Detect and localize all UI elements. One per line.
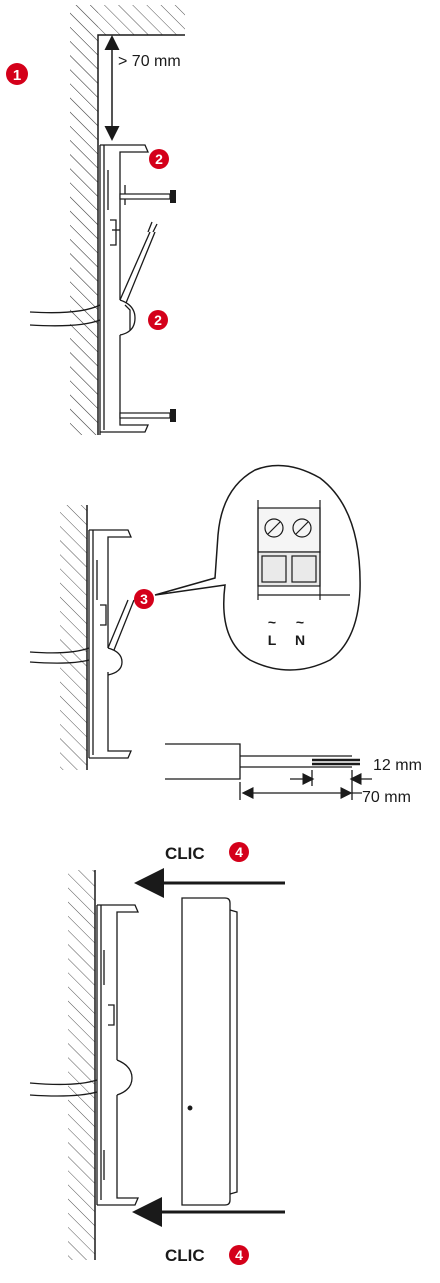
step-badge-4-bottom-number: 4 — [235, 1247, 243, 1263]
terminal-label-l: L — [268, 632, 277, 648]
strip-length-label: 12 mm — [373, 757, 422, 774]
step-badge-4-bottom — [229, 1245, 249, 1265]
panel-1-mounting: > 70 mm 1 — [6, 5, 185, 435]
step-badge-4-top — [229, 842, 249, 862]
terminal-block — [257, 500, 350, 600]
supply-cable-3 — [29, 1079, 98, 1097]
terminal-label-tilde-left: ~ — [268, 614, 276, 630]
supply-cable-2 — [29, 599, 135, 664]
screw-top — [119, 190, 176, 203]
step-badge-3-number: 3 — [140, 591, 148, 607]
wall-hatch-2 — [60, 505, 87, 770]
cable-strip-detail — [165, 743, 360, 800]
clic-label-top: CLIC — [165, 844, 205, 863]
cable-length-label: 70 mm — [362, 789, 411, 806]
step-badge-3 — [134, 589, 154, 609]
thermostat-body — [181, 897, 238, 1206]
mounting-plate-3 — [96, 904, 139, 1206]
supply-cable-1 — [29, 221, 158, 327]
wall-hatch-3 — [68, 870, 95, 1260]
terminal-label-tilde-right: ~ — [296, 614, 304, 630]
step-badge-4-top-number: 4 — [235, 844, 243, 860]
panel-2-wiring: 3 ~ ~ L N — [29, 464, 422, 806]
step-badge-1 — [6, 63, 28, 85]
step-badge-1-number: 1 — [13, 67, 21, 84]
dimension-label-1: > 70 mm — [118, 53, 181, 70]
step-badge-2-top-number: 2 — [155, 151, 163, 167]
step-badge-2-bottom-number: 2 — [154, 312, 162, 328]
mounting-plate-2 — [88, 529, 132, 759]
step-badge-2-bottom — [148, 310, 168, 330]
step-badge-2-top — [149, 149, 169, 169]
mounting-plate-1 — [99, 144, 149, 435]
ceiling-hatch-1 — [70, 5, 185, 435]
panel-3-clip-on: CLIC 4 CLIC 4 — [29, 842, 285, 1265]
clic-label-bottom: CLIC — [165, 1246, 205, 1265]
screw-bottom — [119, 409, 176, 422]
terminal-label-n: N — [295, 632, 305, 648]
wall-edge-1 — [97, 34, 185, 435]
